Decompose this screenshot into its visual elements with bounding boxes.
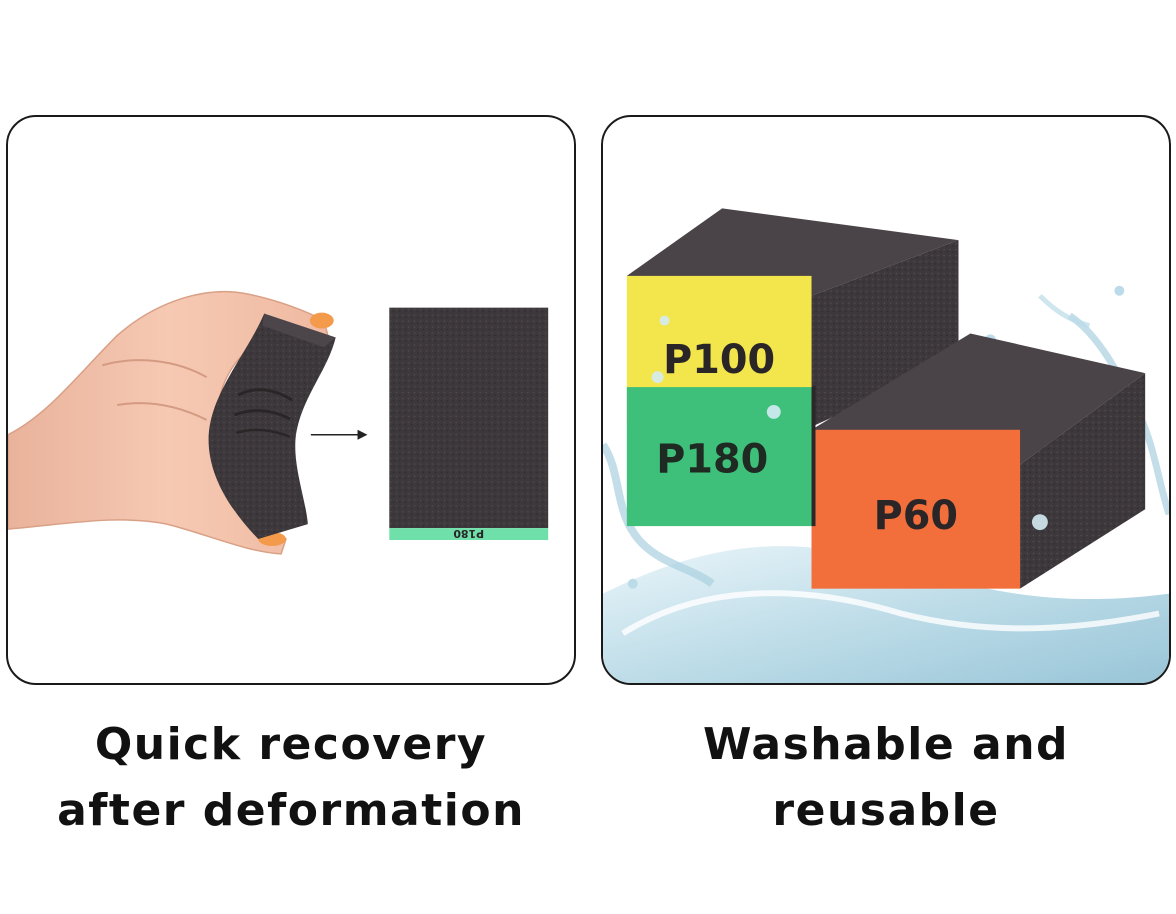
block-grade-label-p180: P180 [656, 436, 768, 482]
water-droplets-icon [651, 315, 1048, 531]
sponge-block-p60: P60 [811, 333, 1146, 589]
caption-left-line2: after deformation [57, 785, 525, 836]
sponge-blocks-illustration: P100 P60 P180 [603, 208, 1169, 683]
washable-panel: P100 P60 P180 [601, 115, 1171, 685]
block-grade-label-p100: P100 [663, 337, 775, 383]
caption-right-line1: Washable and [702, 719, 1070, 770]
hand-icon [8, 290, 334, 555]
caption-right-line2: reusable [772, 785, 1000, 836]
quick-recovery-panel: P180 [6, 115, 576, 685]
block-grade-label-p60: P60 [874, 493, 958, 539]
flat-sponge: P180 [389, 307, 549, 540]
bent-sponge-illustration: P180 [8, 290, 549, 555]
sponge-block-p180: P180 [626, 385, 816, 527]
caption-left-line1: Quick recovery [94, 719, 488, 770]
caption-washable: Washable and reusable [601, 712, 1171, 844]
caption-quick-recovery: Quick recovery after deformation [6, 712, 576, 844]
bent-sponge [208, 313, 336, 540]
arrow-right-icon [310, 429, 368, 440]
flat-sponge-grade-label: P180 [453, 527, 484, 540]
